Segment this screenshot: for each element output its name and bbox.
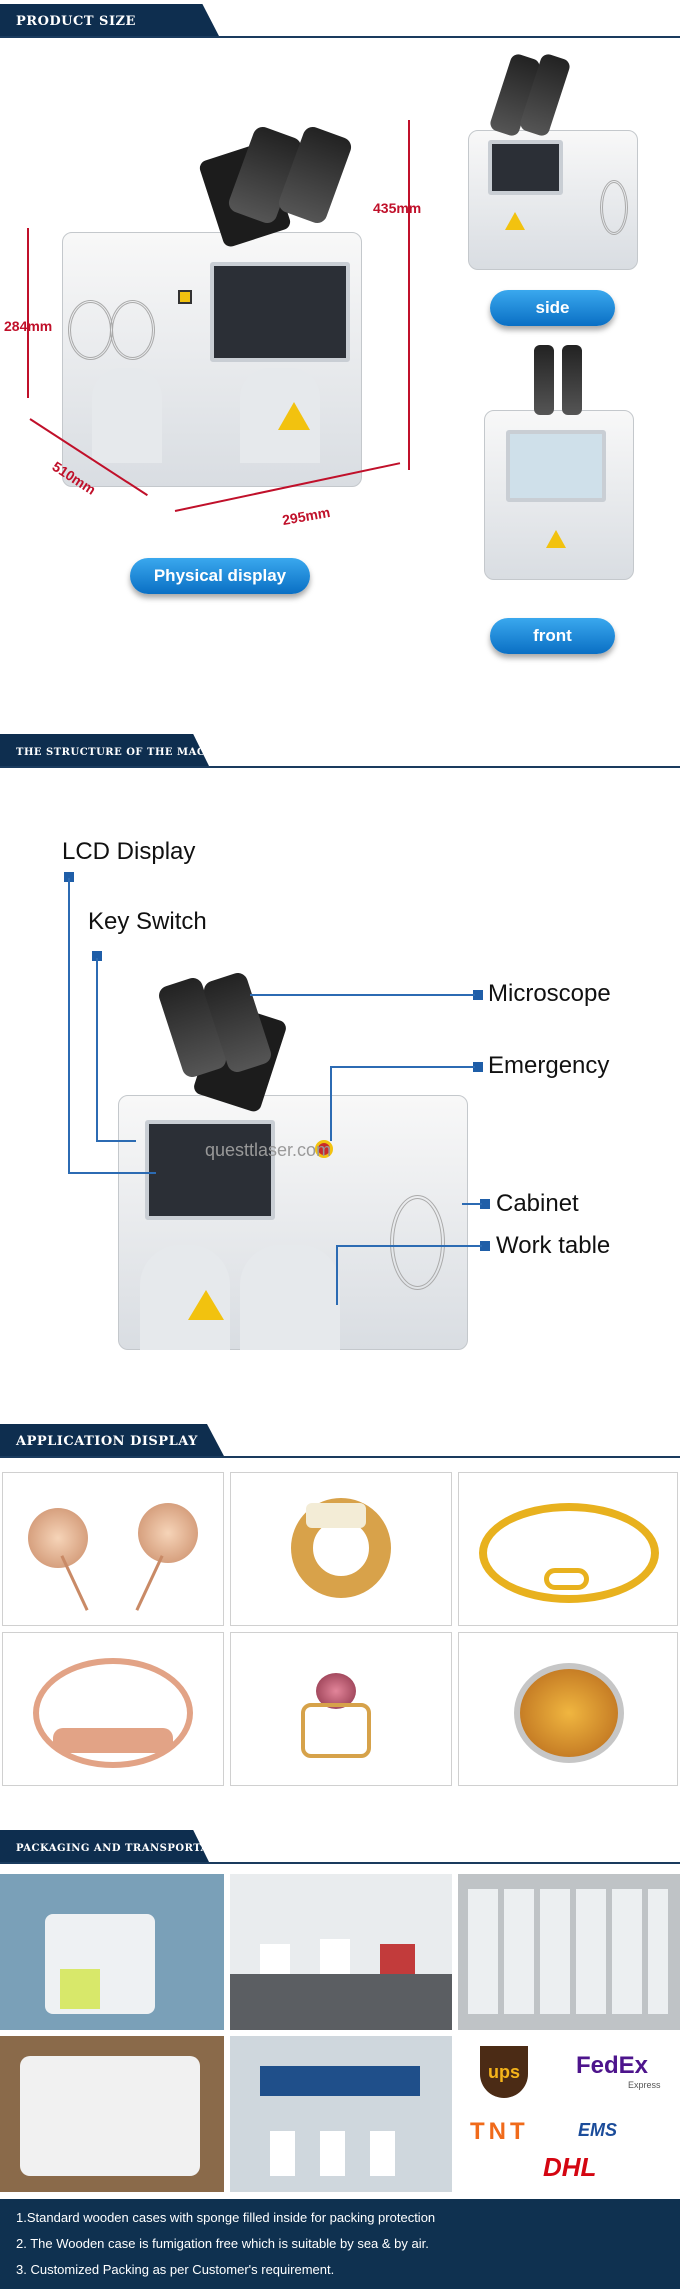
section-banner-structure: The structure of the machine xyxy=(0,730,680,774)
packaging-note: 3. Customized Packing as per Customer's … xyxy=(16,2262,335,2277)
jewelry-pendant-deer-image xyxy=(230,1632,452,1786)
packaging-photo-office xyxy=(230,2036,452,2192)
callout-line xyxy=(330,1066,332,1141)
packaging-photo-wooden-case xyxy=(0,2036,224,2192)
callout-line xyxy=(68,1172,156,1174)
fedex-express-label: Express xyxy=(628,2080,661,2090)
dimension-line-height-left xyxy=(27,228,29,398)
callout-line xyxy=(336,1245,482,1247)
section-banner-packaging: Packaging and transportation xyxy=(0,1826,680,1870)
dimension-height-right: 435mm xyxy=(373,200,422,216)
jewelry-bangle-image xyxy=(458,1472,678,1626)
callout-line xyxy=(96,958,98,1140)
callout-line xyxy=(336,1245,338,1305)
dhl-logo: DHL xyxy=(543,2152,597,2182)
packaging-photo-showroom xyxy=(230,1874,452,2030)
dimension-height-left: 284mm xyxy=(4,318,53,334)
label-work-table: Work table xyxy=(496,1232,611,1259)
section-banner-application: Application display xyxy=(0,1420,680,1464)
label-emergency: Emergency xyxy=(488,1052,610,1079)
callout-line xyxy=(250,994,475,996)
front-button[interactable]: front xyxy=(490,618,615,654)
callout-marker xyxy=(480,1241,490,1251)
label-lcd-display: LCD Display xyxy=(62,838,196,865)
section-title: Product size xyxy=(16,14,136,29)
label-microscope: Microscope xyxy=(488,980,611,1007)
side-button[interactable]: side xyxy=(490,290,615,326)
jewelry-amber-pendant-image xyxy=(458,1632,678,1786)
callout-line xyxy=(462,1203,482,1205)
callout-line xyxy=(68,878,70,1173)
packaging-photo-warehouse xyxy=(458,1874,680,2030)
jewelry-name-ring-image xyxy=(2,1632,224,1786)
shipping-logos: ups FedEx Express TNT EMS DHL xyxy=(458,2036,680,2192)
section-title: Application display xyxy=(16,1434,198,1449)
dimension-line-height-right xyxy=(408,120,410,470)
callout-marker xyxy=(480,1199,490,1209)
section-title: The structure of the machine xyxy=(16,747,239,758)
packaging-photo-machine xyxy=(0,1874,224,2030)
callout-line xyxy=(96,1140,136,1142)
label-key-switch: Key Switch xyxy=(88,908,207,935)
callout-marker xyxy=(473,1062,483,1072)
section-banner-product-size: Product size xyxy=(0,0,680,44)
jewelry-ring-image xyxy=(230,1472,452,1626)
dimension-width: 295mm xyxy=(280,503,332,529)
watermark: questtlaser.com xyxy=(205,1140,332,1160)
fedex-logo: FedEx xyxy=(576,2052,649,2079)
callout-marker xyxy=(64,872,74,882)
packaging-note: 2. The Wooden case is fumigation free wh… xyxy=(16,2236,429,2251)
callout-marker xyxy=(92,951,102,961)
section-title: Packaging and transportation xyxy=(16,1843,241,1854)
tnt-logo: TNT xyxy=(470,2118,529,2145)
callout-marker xyxy=(473,990,483,1000)
packaging-notes-panel xyxy=(0,2199,680,2289)
jewelry-earrings-image xyxy=(2,1472,224,1626)
callout-line xyxy=(330,1066,475,1068)
label-cabinet: Cabinet xyxy=(496,1190,579,1217)
packaging-note: 1.Standard wooden cases with sponge fill… xyxy=(16,2210,436,2225)
ems-logo: EMS xyxy=(578,2120,618,2140)
ups-logo: ups xyxy=(480,2046,528,2098)
physical-display-button[interactable]: Physical display xyxy=(130,558,310,594)
